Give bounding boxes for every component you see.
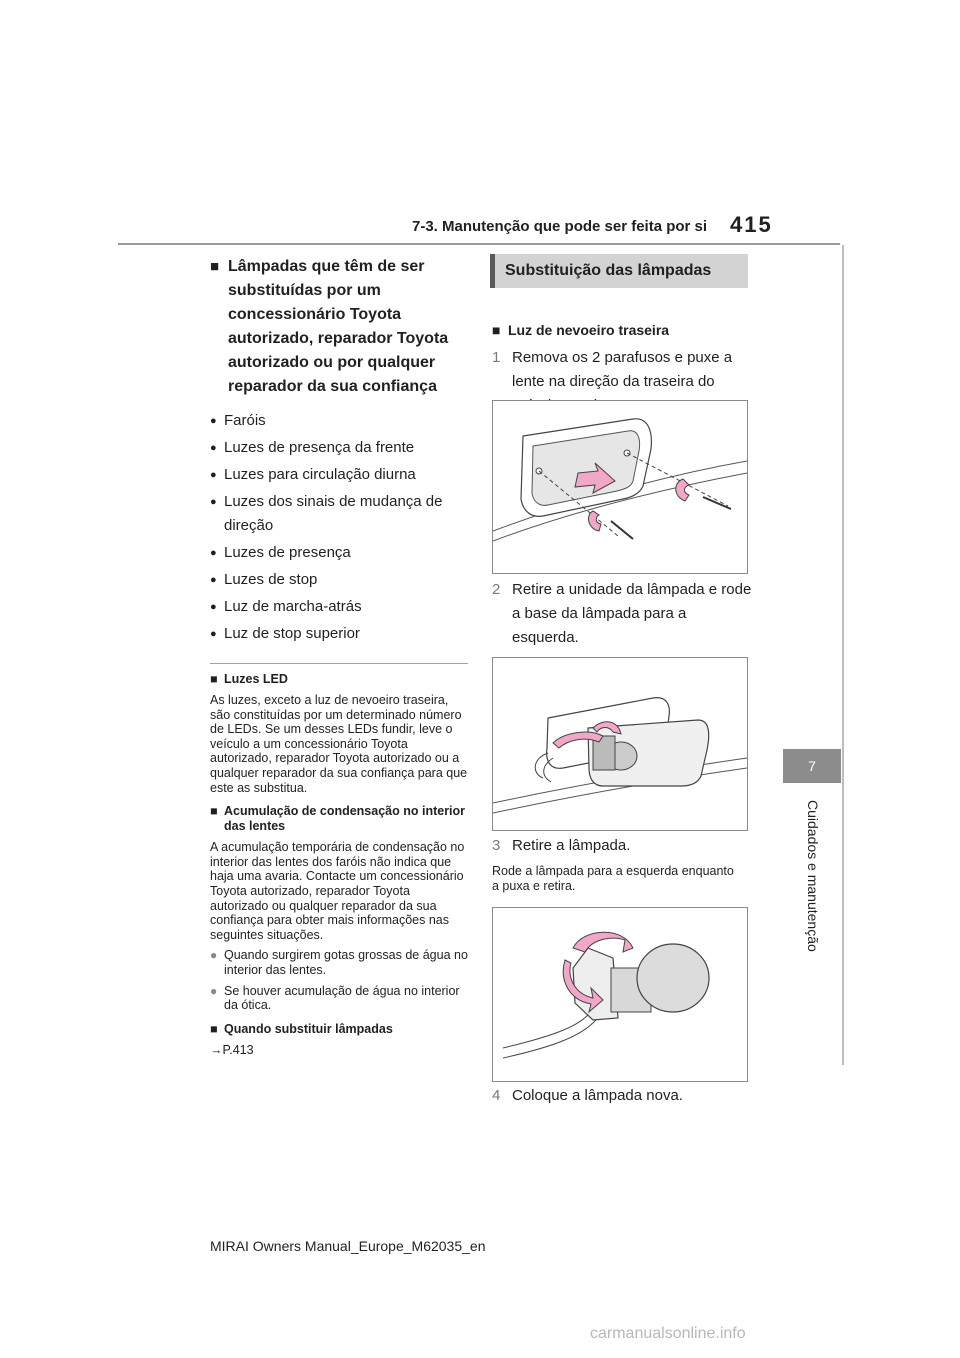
condensation-item: ● Quando surgirem gotas grossas de água …	[210, 948, 468, 977]
lens-illustration	[492, 418, 748, 542]
header-divider	[118, 243, 840, 245]
chapter-tab-number: 7	[783, 749, 841, 783]
footer-manual-id: MIRAI Owners Manual_Europe_M62035_en	[210, 1238, 486, 1254]
figure-remove-bulb	[492, 907, 748, 1082]
square-bullet-icon: ■	[210, 258, 220, 275]
bullet-dot-icon: ●	[210, 469, 217, 481]
left-column: ■ Lâmpadas que têm de ser substituídas p…	[210, 255, 470, 1057]
bullet-dot-icon: ●	[210, 415, 217, 427]
fog-light-heading: ■ Luz de nevoeiro traseira	[492, 322, 670, 338]
condensation-paragraph: A acumulação temporária de condensação n…	[210, 840, 465, 942]
step-number: 4	[492, 1087, 501, 1104]
list-item: ●Luzes dos sinais de mudança de direção	[210, 490, 470, 538]
led-paragraph: As luzes, exceto a luz de nevoeiro trase…	[210, 693, 468, 795]
page-number: 415	[730, 212, 773, 237]
page-reference-link[interactable]: →P.413	[210, 1042, 254, 1057]
list-item: ●Luzes de presença da frente	[210, 436, 470, 460]
side-divider	[842, 245, 844, 1065]
square-bullet-icon: ■	[492, 322, 501, 338]
section-header-title: 7-3. Manutenção que pode ser feita por s…	[412, 218, 708, 235]
section-title-box: Substituição das lâmpadas	[490, 254, 748, 288]
section-divider	[210, 663, 468, 664]
list-item: ●Luz de stop superior	[210, 622, 470, 646]
bullet-dot-icon: ●	[210, 574, 217, 586]
chapter-tab-label-text: Cuidados e manutenção	[805, 800, 821, 952]
list-item: ●Luzes de presença	[210, 541, 470, 565]
step-4: 4 Coloque a lâmpada nova.	[492, 1084, 752, 1108]
condensation-item: ● Se houver acumulação de água no interi…	[210, 983, 460, 1013]
lamp-list: ●Faróis ●Luzes de presença da frente ●Lu…	[210, 409, 470, 646]
watermark: carmanualsonline.info	[590, 1325, 746, 1342]
step-number: 3	[492, 837, 501, 854]
bullet-dot-icon: ●	[210, 601, 217, 613]
square-bullet-icon: ■	[210, 672, 218, 686]
list-item: ●Luzes para circulação diurna	[210, 463, 470, 487]
bullet-dot-icon: ●	[210, 496, 217, 508]
step-3-note: Rode a lâmpada para a esquerda enquanto …	[492, 864, 734, 893]
bulb-illustration	[502, 931, 710, 1059]
bullet-dot-icon: ●	[210, 442, 217, 454]
replace-heading: ■ Quando substituir lâmpadas	[210, 1021, 393, 1036]
socket-illustration	[492, 697, 748, 814]
step-number: 1	[492, 349, 501, 366]
square-bullet-icon: ■	[210, 804, 218, 819]
step-number: 2	[492, 581, 501, 598]
chapter-tab-label: Cuidados e manutenção	[782, 800, 842, 1000]
circle-bullet-icon: ●	[210, 983, 218, 998]
bullet-dot-icon: ●	[210, 547, 217, 559]
bullet-dot-icon: ●	[210, 628, 217, 640]
figure-rotate-socket	[492, 657, 748, 831]
list-item: ●Luzes de stop	[210, 568, 470, 592]
step-text: Retire a unidade da lâmpada e rode a bas…	[512, 581, 752, 646]
square-bullet-icon: ■	[210, 1021, 218, 1036]
circle-bullet-icon: ●	[210, 948, 218, 963]
step-text: Retire a lâmpada.	[512, 837, 631, 854]
replacement-heading-text: Lâmpadas que têm de ser substituídas por…	[228, 258, 449, 395]
list-item: ●Faróis	[210, 409, 470, 433]
figure-remove-lens	[492, 400, 748, 574]
replacement-heading: ■ Lâmpadas que têm de ser substituídas p…	[210, 255, 470, 399]
condensation-heading: ■ Acumulação de condensação no interior …	[210, 804, 466, 834]
step-text: Coloque a lâmpada nova.	[512, 1087, 683, 1104]
list-item: ●Luz de marcha-atrás	[210, 595, 470, 619]
step-2: 2 Retire a unidade da lâmpada e rode a b…	[492, 578, 752, 650]
led-heading: ■ Luzes LED	[210, 672, 288, 686]
step-3: 3 Retire a lâmpada.	[492, 834, 752, 858]
